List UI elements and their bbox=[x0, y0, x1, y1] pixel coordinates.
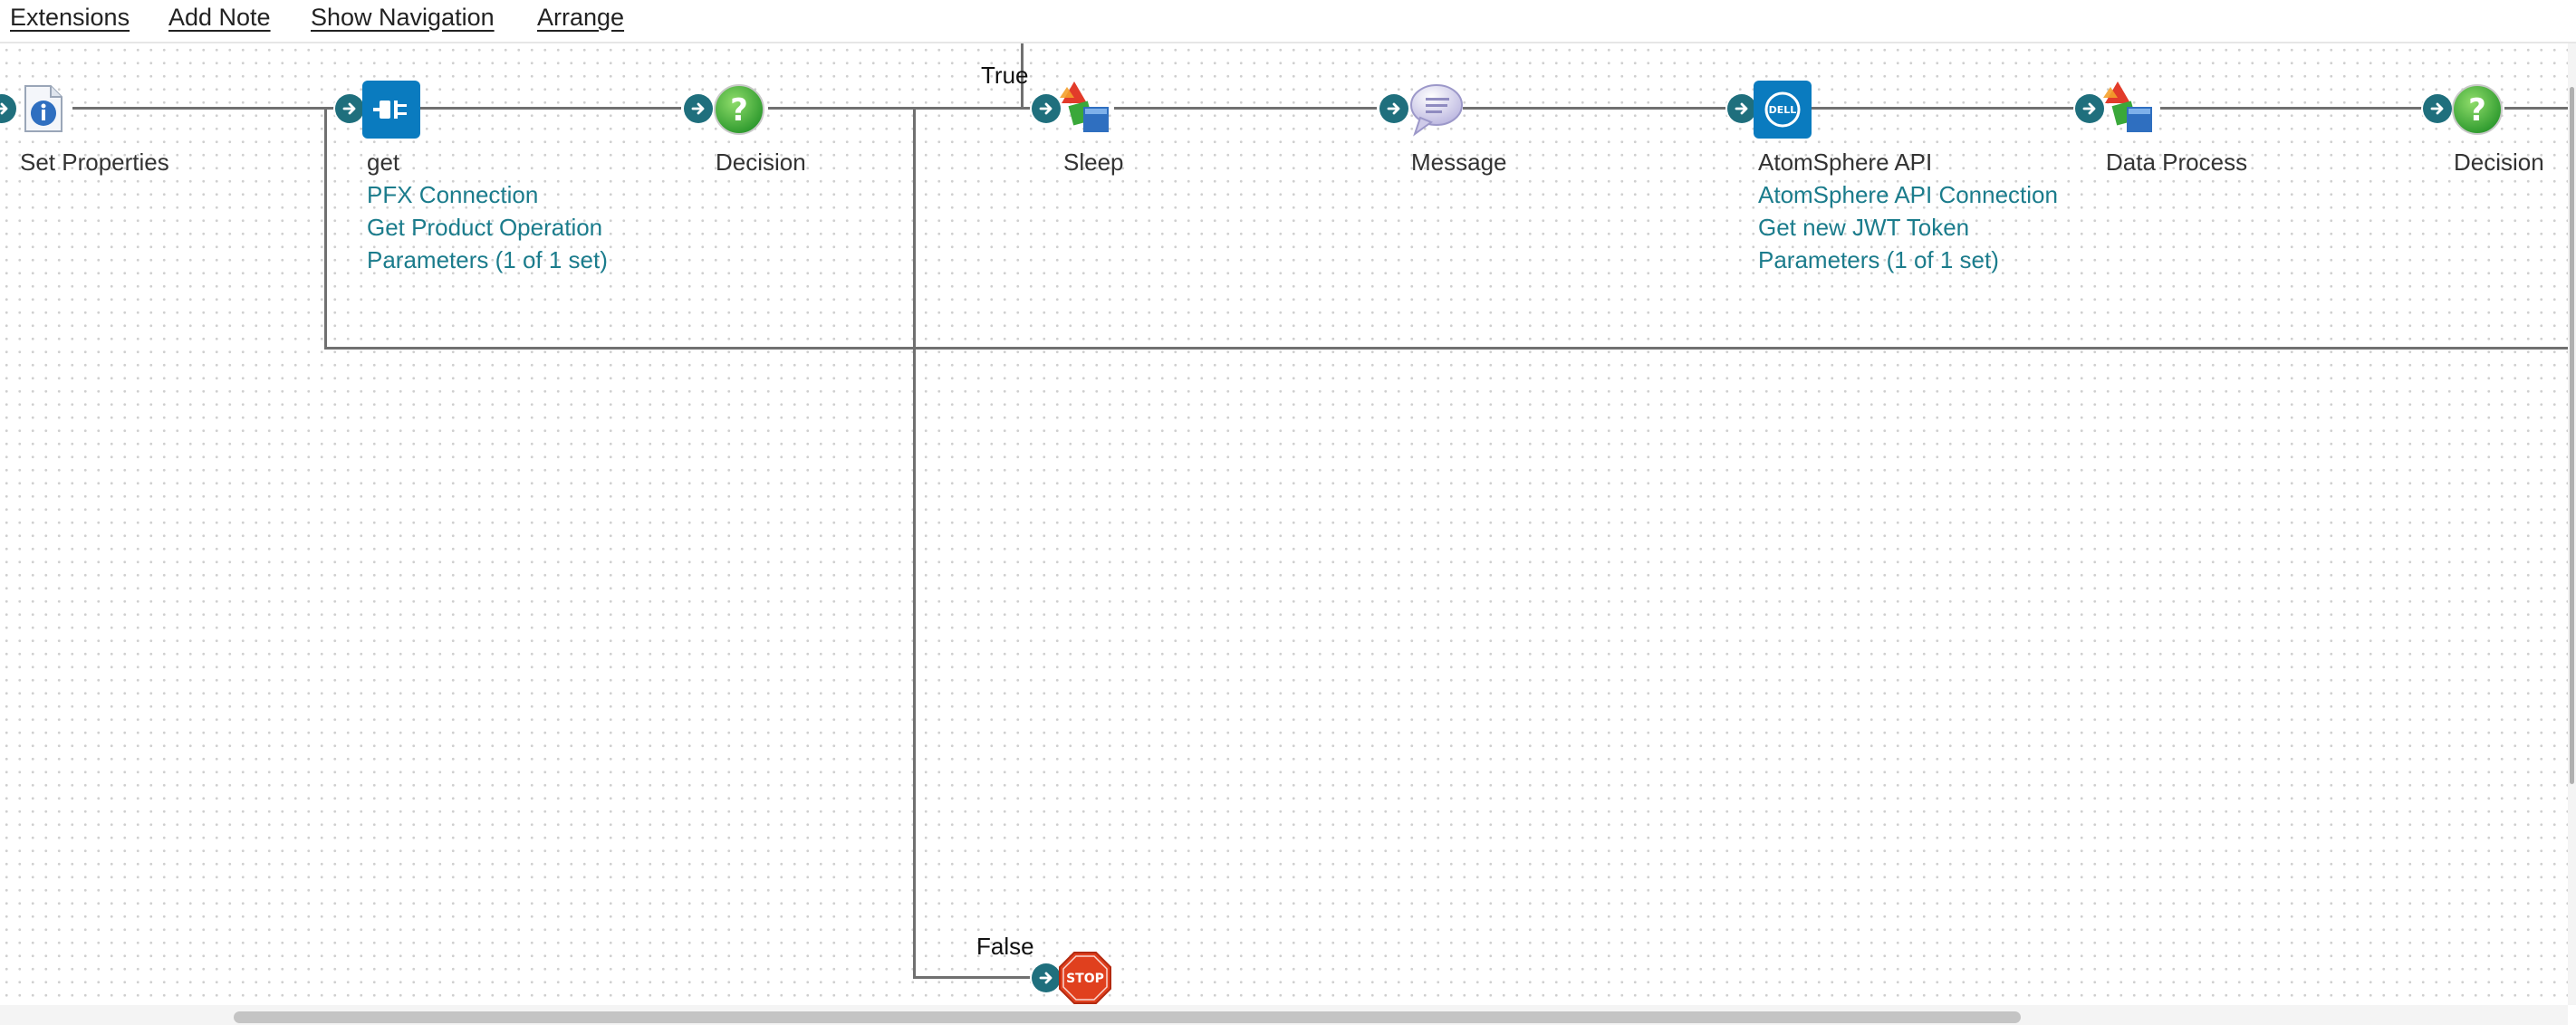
stop-sign-icon: STOP bbox=[1059, 952, 1111, 1004]
question-icon: ? bbox=[714, 84, 764, 135]
show-navigation-link[interactable]: Show Navigation bbox=[311, 4, 495, 31]
line-decision-to-sleep bbox=[768, 107, 1031, 110]
shapes-process-icon bbox=[2103, 81, 2152, 132]
line-dataprocess-to-decision bbox=[2160, 107, 2423, 110]
line-loop-horizontal bbox=[324, 347, 2568, 350]
decision-label: Decision bbox=[2454, 148, 2544, 176]
line-false-to-stop bbox=[913, 976, 1040, 979]
stop-shape[interactable]: STOP bbox=[1058, 951, 1112, 1005]
decision-shape[interactable]: ? bbox=[712, 82, 766, 137]
line-atomsphere-to-dataprocess bbox=[1812, 107, 2074, 110]
atomsphere-operation-link[interactable]: Get new JWT Token bbox=[1758, 214, 1970, 241]
decision-label: Decision bbox=[716, 148, 806, 176]
get-parameters-link[interactable]: Parameters (1 of 1 set) bbox=[367, 246, 608, 273]
vertical-scrollbar[interactable] bbox=[2568, 42, 2576, 1005]
atomsphere-parameters-link[interactable]: Parameters (1 of 1 set) bbox=[1758, 246, 1999, 273]
connector-arrow-icon[interactable] bbox=[1727, 94, 1756, 123]
connector-arrow-icon[interactable] bbox=[1032, 963, 1061, 992]
connector-arrow-icon[interactable] bbox=[1032, 94, 1061, 123]
true-branch-label: True bbox=[981, 62, 1029, 89]
extensions-link[interactable]: Extensions bbox=[10, 4, 130, 31]
false-branch-label: False bbox=[976, 933, 1034, 960]
svg-text:STOP: STOP bbox=[1066, 972, 1104, 986]
atomsphere-connection-link[interactable]: AtomSphere API Connection bbox=[1758, 181, 2058, 208]
svg-text:?: ? bbox=[2468, 92, 2486, 129]
line-get-to-decision bbox=[418, 107, 681, 110]
canvas-toolbar: Extensions Add Note Show Navigation Arra… bbox=[0, 0, 2576, 43]
speech-bubble-icon bbox=[1410, 84, 1463, 137]
process-canvas[interactable]: True False Set Properties get PFX Connec… bbox=[0, 43, 2568, 1005]
connector-arrow-icon[interactable] bbox=[684, 94, 713, 123]
atomsphere-api-label: AtomSphere API bbox=[1758, 148, 1933, 176]
data-process-label: Data Process bbox=[2106, 148, 2248, 176]
line-decision-branch-vertical bbox=[913, 107, 916, 979]
line-loop-left-vertical bbox=[324, 107, 327, 350]
line-message-to-atomsphere bbox=[1463, 107, 1725, 110]
info-document-icon bbox=[24, 85, 62, 132]
get-connector-shape[interactable] bbox=[362, 81, 420, 139]
svg-text:DELL: DELL bbox=[1769, 104, 1797, 116]
connector-arrow-icon[interactable] bbox=[2075, 94, 2104, 123]
get-label: get bbox=[367, 148, 400, 176]
arrange-link[interactable]: Arrange bbox=[537, 4, 625, 31]
set-properties-shape[interactable] bbox=[16, 82, 69, 135]
data-process-shape[interactable] bbox=[2101, 80, 2159, 138]
line-setprops-to-get bbox=[72, 107, 335, 110]
shapes-process-icon bbox=[1060, 81, 1109, 132]
line-true-branch-vertical bbox=[1021, 43, 1024, 110]
question-icon: ? bbox=[2452, 84, 2503, 135]
connector-arrow-icon[interactable] bbox=[2423, 94, 2452, 123]
connector-arrow-icon[interactable] bbox=[1379, 94, 1408, 123]
add-note-link[interactable]: Add Note bbox=[168, 4, 271, 31]
connector-arrow-icon[interactable] bbox=[0, 94, 16, 123]
message-label: Message bbox=[1411, 148, 1507, 176]
dell-logo-icon: DELL bbox=[1754, 81, 1812, 139]
atomsphere-api-shape[interactable]: DELL bbox=[1754, 81, 1812, 139]
svg-text:?: ? bbox=[730, 92, 748, 129]
decision-shape[interactable]: ? bbox=[2450, 82, 2504, 137]
line-decision-out bbox=[2504, 107, 2568, 110]
horizontal-scrollbar-thumb[interactable] bbox=[234, 1011, 2021, 1023]
horizontal-scrollbar[interactable] bbox=[0, 1005, 2568, 1025]
set-properties-label: Set Properties bbox=[20, 148, 169, 176]
line-sleep-to-message bbox=[1114, 107, 1377, 110]
connector-plug-icon bbox=[362, 81, 420, 139]
message-shape[interactable] bbox=[1406, 81, 1464, 138]
sleep-label: Sleep bbox=[1063, 148, 1124, 176]
get-connection-link[interactable]: PFX Connection bbox=[367, 181, 539, 208]
sleep-shape[interactable] bbox=[1058, 80, 1116, 138]
connector-arrow-icon[interactable] bbox=[335, 94, 364, 123]
get-operation-link[interactable]: Get Product Operation bbox=[367, 214, 603, 241]
vertical-scrollbar-thumb[interactable] bbox=[2570, 87, 2574, 784]
